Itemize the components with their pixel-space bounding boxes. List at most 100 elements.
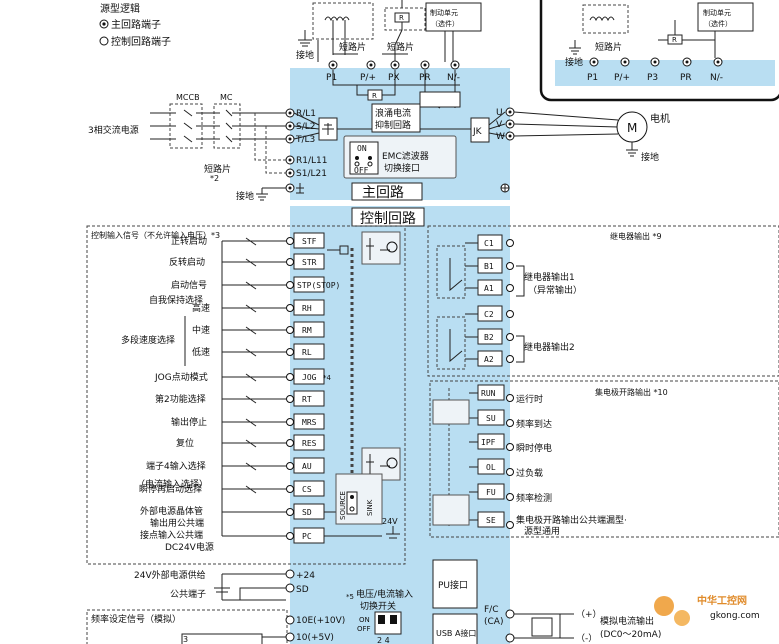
pu-port-label: PU接口 <box>438 579 468 591</box>
ext-transistor-4: DC24V电源 <box>165 541 214 553</box>
term-fc: F/C <box>484 605 499 615</box>
main-ground-label: 接地 <box>236 190 254 202</box>
jk-label: JK <box>472 127 483 137</box>
input-term-label: AU <box>302 462 312 471</box>
relay1-label: 继电器输出1 <box>524 271 575 283</box>
relay-term-label: A2 <box>484 355 494 364</box>
term-10e: 10E(+10V) <box>296 616 345 626</box>
relay-term-label: B2 <box>484 333 494 342</box>
svg-text:2 4: 2 4 <box>377 636 390 644</box>
usb-port[interactable] <box>432 613 478 644</box>
input-term-label: CS <box>302 485 312 494</box>
legend-title: 源型逻辑 <box>100 2 140 15</box>
shorting-bar-main: 短路片 <box>204 163 231 175</box>
optocoupler-1 <box>361 231 401 265</box>
top-ground-label: 接地 <box>296 49 314 61</box>
multi-speed-label: 多段速度选择 <box>121 334 175 346</box>
freq-setting-title: 频率设定信号（模拟） <box>91 613 181 625</box>
oc-term-label: SE <box>486 516 496 525</box>
mccb-label: MCCB <box>176 93 200 102</box>
input-label: JOG点动模式 <box>154 371 208 383</box>
emc-line1: EMC滤波器 <box>382 150 429 162</box>
term-t-l3: T/L3 <box>295 135 315 145</box>
legend: 源型逻辑 主回路端子 控制回路端子 <box>99 2 171 48</box>
input-label: 第2功能选择 <box>155 393 206 405</box>
term-r1-l11: R1/L11 <box>296 156 327 166</box>
input-label: 低速 <box>192 346 210 358</box>
svg-text:P1: P1 <box>587 73 598 83</box>
term-p1: P1 <box>326 73 337 83</box>
input-term-label: STF <box>302 237 317 246</box>
input-term-box <box>293 343 325 360</box>
oc-label: 过负载 <box>516 467 543 479</box>
ext-transistor-3: 接点输入公共端 <box>140 529 203 541</box>
legend-main-terminal: 主回路端子 <box>111 18 161 31</box>
svg-text:SOURCE: SOURCE <box>339 491 347 520</box>
input-term-label: RL <box>302 348 312 357</box>
v-i-switch-1: 电压/电流输入 <box>356 588 413 600</box>
emc-line2: 切换接口 <box>384 162 420 174</box>
common-terminal-label: 公共端子 <box>170 588 206 600</box>
input-term-box <box>293 276 325 293</box>
self-hold-label: 自我保持选择 <box>149 294 203 306</box>
input-term-box <box>293 413 325 430</box>
oc-label: 频率到达 <box>516 418 552 430</box>
svg-text:（+）: （+） <box>576 609 602 620</box>
svg-text:ON: ON <box>357 144 367 153</box>
input-label: 瞬停再启动选择 <box>139 483 202 495</box>
control-circuit-title: 控制回路 <box>360 211 416 227</box>
oc-section-title: 集电极开路输出 *10 <box>595 387 668 397</box>
input-label: 正转启动 <box>171 235 207 247</box>
inset-shorting-bar: 短路片 <box>595 41 622 53</box>
control-inputs: STF正转启动STR反转启动STP(STOP)启动信号RH高速RM中速RL低速J… <box>139 232 382 544</box>
relay-term-label: B1 <box>484 262 494 271</box>
motor-label: 电机 <box>650 112 670 125</box>
pu-port[interactable] <box>432 559 478 609</box>
analog-out-1: 模拟电流输出 <box>600 615 654 627</box>
svg-text:P/+: P/+ <box>614 73 630 83</box>
svg-text:PR: PR <box>680 73 692 83</box>
ext-transistor-1: 外部电源晶体管 <box>140 505 203 517</box>
input-term-label: RH <box>302 304 312 313</box>
current-input-select: （电流输入选择） <box>136 478 208 490</box>
input-section-title: 控制输入信号（不允许输入电压）*3 <box>91 230 220 240</box>
oc-label: 频率检测 <box>516 492 552 504</box>
input-term-box <box>293 253 325 270</box>
input-label: 高速 <box>192 302 210 314</box>
top-dc-bus-area: R 制动单元 （选件） 接地 短路片 短路片 <box>296 0 482 62</box>
note-5: *5 <box>346 593 354 601</box>
term-sd-2: SD <box>296 585 309 595</box>
watermark-name: 中华工控网 <box>697 594 747 607</box>
relay-term-label: C1 <box>484 239 494 248</box>
oc-label: 运行时 <box>516 393 543 405</box>
term-n-minus: N/- <box>447 73 460 83</box>
input-term-box <box>293 299 325 316</box>
term-px: PX <box>388 73 400 83</box>
watermark-url: gkong.com <box>710 611 760 621</box>
relay1-sub: （异常输出） <box>528 284 582 296</box>
inrush-line1: 浪涌电流 <box>375 107 411 119</box>
svg-text:（选件）: （选件） <box>431 19 459 28</box>
motor-ground-label: 接地 <box>641 151 659 163</box>
input-term-box <box>293 457 325 474</box>
oc-term-label: OL <box>486 463 496 472</box>
usb-port-label: USB A接口 <box>436 628 476 638</box>
term-10: 10(+5V) <box>296 633 334 643</box>
v-i-switch-2: 切换开关 <box>360 600 396 612</box>
relay-term-label: A1 <box>484 284 494 293</box>
control-terminal-symbol <box>99 36 109 46</box>
input-term-label: PC <box>302 532 312 541</box>
power-source-label: 3相交流电源 <box>88 124 139 136</box>
input-term-label: RM <box>302 326 312 335</box>
relay-term-label: C2 <box>484 310 494 319</box>
input-term-box <box>293 232 325 249</box>
svg-text:M: M <box>627 121 637 135</box>
watermark: 中华工控网 gkong.com <box>654 594 760 626</box>
input-term-label: STR <box>302 258 317 267</box>
oc-term-label: RUN <box>481 389 496 398</box>
svg-text:OFF: OFF <box>354 166 369 175</box>
input-term-label: JOG <box>302 373 317 382</box>
relay-section-title: 继电器输出 *9 <box>610 231 662 241</box>
svg-text:*2: *2 <box>210 174 219 183</box>
